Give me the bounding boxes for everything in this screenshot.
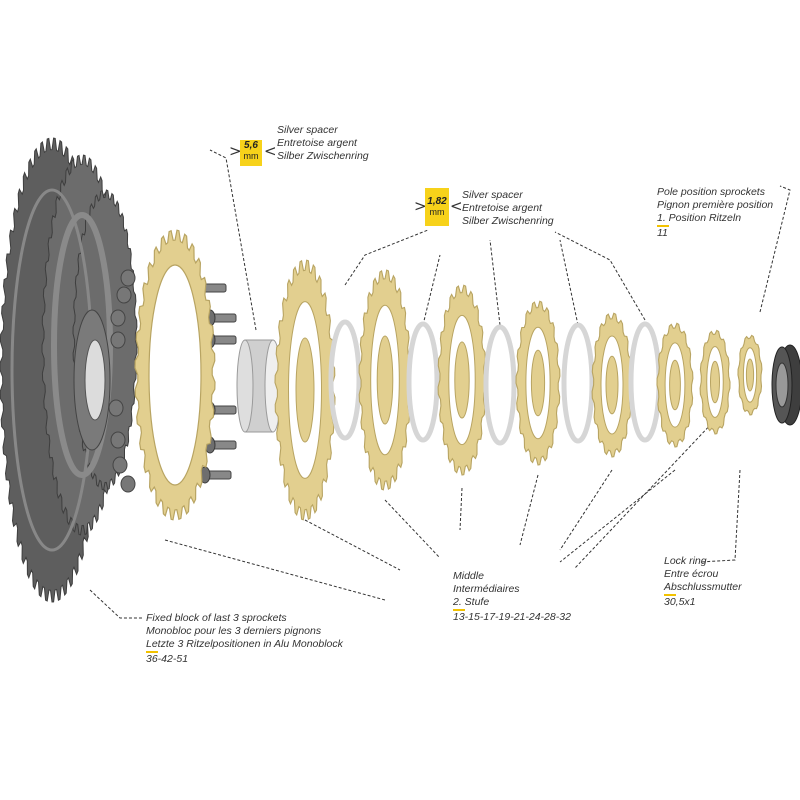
leader-line: [489, 239, 501, 326]
fixed-block-spec: 36-42-51: [146, 653, 189, 665]
cassette-parts: [134, 229, 800, 521]
sprocket-hub: [605, 355, 619, 415]
sprocket-hub: [710, 360, 720, 404]
leader-line: [699, 469, 741, 563]
sprocket-hub: [669, 359, 681, 411]
spacer-large-bracket-right: <: [264, 142, 277, 160]
middle-label: Middle Intermédiaires 2. Stufe 13-15-17-…: [453, 570, 571, 623]
sprocket-hub: [376, 335, 394, 425]
silver-spacer-182: [328, 319, 362, 441]
spacer-large-badge: 5,6 mm: [240, 140, 262, 166]
accent-line: [664, 594, 676, 596]
silver-spacer-182: [628, 321, 662, 443]
grey-spider-ring: [51, 212, 113, 478]
sprocket-hub: [745, 358, 755, 392]
lockring-bore: [775, 362, 789, 408]
nut: [120, 269, 136, 287]
leader-line: [554, 231, 646, 321]
silver-spacer-182: [483, 324, 517, 446]
nut: [108, 399, 124, 417]
leader-line: [519, 474, 539, 546]
leader-line: [304, 519, 401, 571]
leader-line: [574, 419, 716, 569]
leader-line: [459, 487, 463, 531]
spider-cutout: [148, 264, 202, 486]
nut: [110, 431, 126, 449]
nut: [116, 286, 132, 304]
sprocket-hub: [295, 337, 315, 443]
leader-line: [422, 254, 441, 326]
pole-spec: 11: [657, 227, 668, 239]
leader-lines: [89, 149, 791, 619]
leader-line: [344, 229, 429, 286]
spacer-56-back: [236, 339, 254, 433]
fixed-block-sprockets: [0, 137, 138, 603]
spacer-large-bracket-left: >: [229, 142, 242, 160]
grey-hub-bore: [84, 339, 106, 421]
nut: [110, 309, 126, 327]
nut: [112, 456, 128, 474]
nut: [120, 475, 136, 493]
spacer-large-label: Silver spacer Entretoise argent Silber Z…: [277, 124, 369, 162]
leader-line: [384, 499, 441, 559]
nut: [110, 331, 126, 349]
middle-spec: 13-15-17-19-21-24-28-32: [453, 611, 571, 623]
leader-line: [559, 239, 579, 326]
leader-line: [89, 589, 142, 619]
accent-line: [657, 225, 669, 227]
leader-line: [209, 149, 257, 331]
leader-line: [759, 185, 791, 313]
spacer-small-badge: 1,82 mm: [425, 188, 449, 226]
pole-position-label: Pole position sprockets Pignon première …: [657, 186, 774, 239]
spacer-small-bracket-right: <: [450, 197, 463, 215]
accent-line: [146, 651, 158, 653]
lockring-label: Lock ring Entre écrou Abschlussmutter 30…: [664, 555, 742, 608]
spacer-small-bracket-left: >: [414, 197, 427, 215]
lockring-spec: 30,5x1: [664, 596, 696, 608]
silver-spacer-182: [561, 322, 595, 444]
sprocket-hub: [454, 341, 470, 419]
accent-line: [453, 609, 465, 611]
leader-line: [559, 469, 676, 563]
sprocket-hub: [530, 349, 546, 417]
spacer-small-label: Silver spacer Entretoise argent Silber Z…: [462, 189, 554, 227]
silver-spacer-182: [406, 321, 440, 443]
leader-line: [559, 469, 613, 551]
leader-line: [164, 539, 386, 601]
fixed-block-label: Fixed block of last 3 sprockets Monobloc…: [146, 612, 343, 665]
